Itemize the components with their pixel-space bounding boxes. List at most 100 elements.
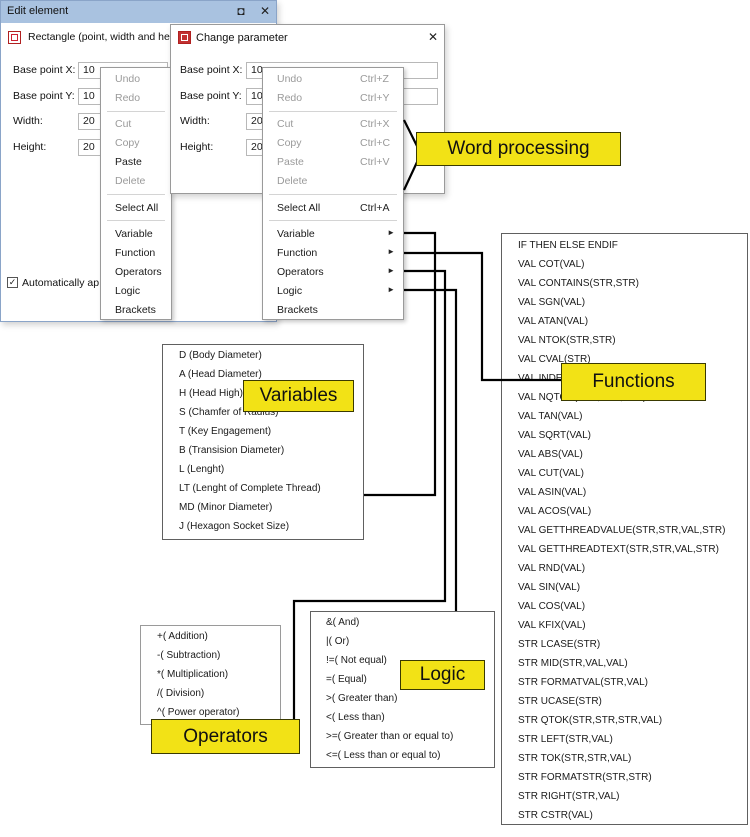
function-item[interactable]: VAL ACOS(VAL) — [502, 503, 747, 522]
menu-item-delete[interactable]: Delete — [101, 172, 171, 191]
menu-item-redo[interactable]: Redo — [101, 89, 171, 108]
function-item[interactable]: VAL SIN(VAL) — [502, 579, 747, 598]
function-item-label: VAL ACOS(VAL) — [518, 506, 592, 517]
function-item[interactable]: VAL COS(VAL) — [502, 598, 747, 617]
function-item[interactable]: VAL NTOK(STR,STR) — [502, 332, 747, 351]
menu-item-operators[interactable]: Operators► — [263, 263, 403, 282]
change-parameter-app-icon — [178, 31, 191, 44]
function-item[interactable]: VAL CUT(VAL) — [502, 465, 747, 484]
close-icon[interactable]: ✕ — [427, 30, 439, 44]
logic-item[interactable]: >( Greater than) — [311, 690, 494, 709]
variable-item[interactable]: B (Transision Diameter) — [163, 442, 363, 461]
function-item-label: VAL GETTHREADVALUE(STR,STR,VAL,STR) — [518, 525, 726, 536]
operator-item[interactable]: *( Multiplication) — [141, 666, 280, 685]
menu-item-shortcut: Ctrl+C — [360, 137, 391, 149]
variable-item[interactable]: J (Hexagon Socket Size) — [163, 518, 363, 537]
function-item[interactable]: VAL TAN(VAL) — [502, 408, 747, 427]
menu-item-label: Copy — [115, 137, 140, 149]
menu-item-select-all[interactable]: Select All — [101, 199, 171, 218]
menu-item-shortcut: Ctrl+Z — [360, 73, 389, 85]
function-item-label: VAL COT(VAL) — [518, 259, 585, 270]
menu-item-operators[interactable]: Operators — [101, 263, 171, 282]
variable-item-label: LT (Lenght of Complete Thread) — [179, 483, 321, 494]
logic-item[interactable]: <( Less than) — [311, 709, 494, 728]
operator-item[interactable]: /( Division) — [141, 685, 280, 704]
function-item[interactable]: STR CSTR(VAL) — [502, 807, 747, 826]
variable-item[interactable]: S (Chamfer of Radius) — [163, 404, 363, 423]
variable-item[interactable]: A (Head Diameter) — [163, 366, 363, 385]
function-item[interactable]: STR QTOK(STR,STR,STR,VAL) — [502, 712, 747, 731]
menu-item-logic[interactable]: Logic — [101, 282, 171, 301]
function-item[interactable]: STR RIGHT(STR,VAL) — [502, 788, 747, 807]
menu-item-label: Brackets — [277, 304, 318, 316]
logic-item[interactable]: |( Or) — [311, 633, 494, 652]
menu-item-copy[interactable]: Copy — [101, 134, 171, 153]
menu-item-variable[interactable]: Variable► — [263, 225, 403, 244]
function-item[interactable]: VAL RND(VAL) — [502, 560, 747, 579]
function-item-label: VAL SIN(VAL) — [518, 582, 581, 593]
function-item[interactable]: VAL KFIX(VAL) — [502, 617, 747, 636]
function-item[interactable]: VAL CONTAINS(STR,STR) — [502, 275, 747, 294]
menu-item-variable[interactable]: Variable — [101, 225, 171, 244]
logic-item[interactable]: >=( Greater than or equal to) — [311, 728, 494, 747]
function-item[interactable]: VAL SGN(VAL) — [502, 294, 747, 313]
menu-item-undo[interactable]: Undo — [101, 70, 171, 89]
submenu-arrow-icon: ► — [387, 266, 395, 275]
logic-item[interactable]: &( And) — [311, 614, 494, 633]
variable-item[interactable]: D (Body Diameter) — [163, 347, 363, 366]
operator-item[interactable]: ^( Power operator) — [141, 704, 280, 723]
function-item[interactable]: VAL ATAN(VAL) — [502, 313, 747, 332]
operator-item[interactable]: +( Addition) — [141, 628, 280, 647]
element-type-label: Rectangle (point, width and hei — [28, 31, 173, 43]
function-item[interactable]: STR FORMATVAL(STR,VAL) — [502, 674, 747, 693]
function-item-label: VAL COS(VAL) — [518, 601, 586, 612]
menu-item-function[interactable]: Function — [101, 244, 171, 263]
menu-item-label: Redo — [277, 92, 303, 104]
function-item[interactable]: STR UCASE(STR) — [502, 693, 747, 712]
menu-item-label: Select All — [277, 202, 321, 214]
function-item[interactable]: STR FORMATSTR(STR,STR) — [502, 769, 747, 788]
function-item[interactable]: STR LEFT(STR,VAL) — [502, 731, 747, 750]
function-item[interactable]: STR MID(STR,VAL,VAL) — [502, 655, 747, 674]
function-item[interactable]: STR TOK(STR,STR,VAL) — [502, 750, 747, 769]
functions-list: IF THEN ELSE ENDIF VAL COT(VAL) VAL CONTAI… — [501, 233, 748, 825]
menu-item-brackets[interactable]: Brackets — [263, 301, 403, 320]
logic-item[interactable]: <=( Less than or equal to) — [311, 747, 494, 766]
restore-icon[interactable]: ◘ — [237, 4, 245, 18]
connector-logic — [404, 288, 458, 611]
menu-item-delete[interactable]: Delete — [263, 172, 403, 191]
menu-item-label: Function — [115, 247, 156, 259]
submenu-arrow-icon: ► — [387, 285, 395, 294]
variable-item[interactable]: MD (Minor Diameter) — [163, 499, 363, 518]
function-item[interactable]: VAL COT(VAL) — [502, 256, 747, 275]
variable-item[interactable]: LT (Lenght of Complete Thread) — [163, 480, 363, 499]
edit-element-titlebar[interactable]: Edit element ◘ ✕ — [1, 1, 276, 23]
menu-item-brackets[interactable]: Brackets — [101, 301, 171, 320]
menu-item-label: Variable — [277, 228, 315, 240]
auto-apply-checkbox[interactable]: ✓ — [7, 277, 18, 288]
close-icon[interactable]: ✕ — [259, 4, 271, 18]
function-item-label: VAL RND(VAL) — [518, 563, 586, 574]
function-item[interactable]: VAL GETTHREADVALUE(STR,STR,VAL,STR) — [502, 522, 747, 541]
function-item[interactable]: VAL GETTHREADTEXT(STR,STR,VAL,STR) — [502, 541, 747, 560]
variable-item[interactable]: L (Lenght) — [163, 461, 363, 480]
function-item[interactable]: VAL ABS(VAL) — [502, 446, 747, 465]
function-item[interactable]: STR LCASE(STR) — [502, 636, 747, 655]
function-item[interactable]: VAL ASIN(VAL) — [502, 484, 747, 503]
menu-item-logic[interactable]: Logic► — [263, 282, 403, 301]
function-item[interactable]: IF THEN ELSE ENDIF — [502, 237, 747, 256]
menu-item-paste[interactable]: Paste — [101, 153, 171, 172]
operator-item[interactable]: -( Subtraction) — [141, 647, 280, 666]
function-item[interactable]: VAL SQRT(VAL) — [502, 427, 747, 446]
menu-item-cut[interactable]: Cut — [101, 115, 171, 134]
variable-item[interactable]: T (Key Engagement) — [163, 423, 363, 442]
base-point-y-label: Base point Y: — [13, 90, 75, 102]
variable-item[interactable]: H (Head High) — [163, 385, 363, 404]
menu-item-function[interactable]: Function► — [263, 244, 403, 263]
